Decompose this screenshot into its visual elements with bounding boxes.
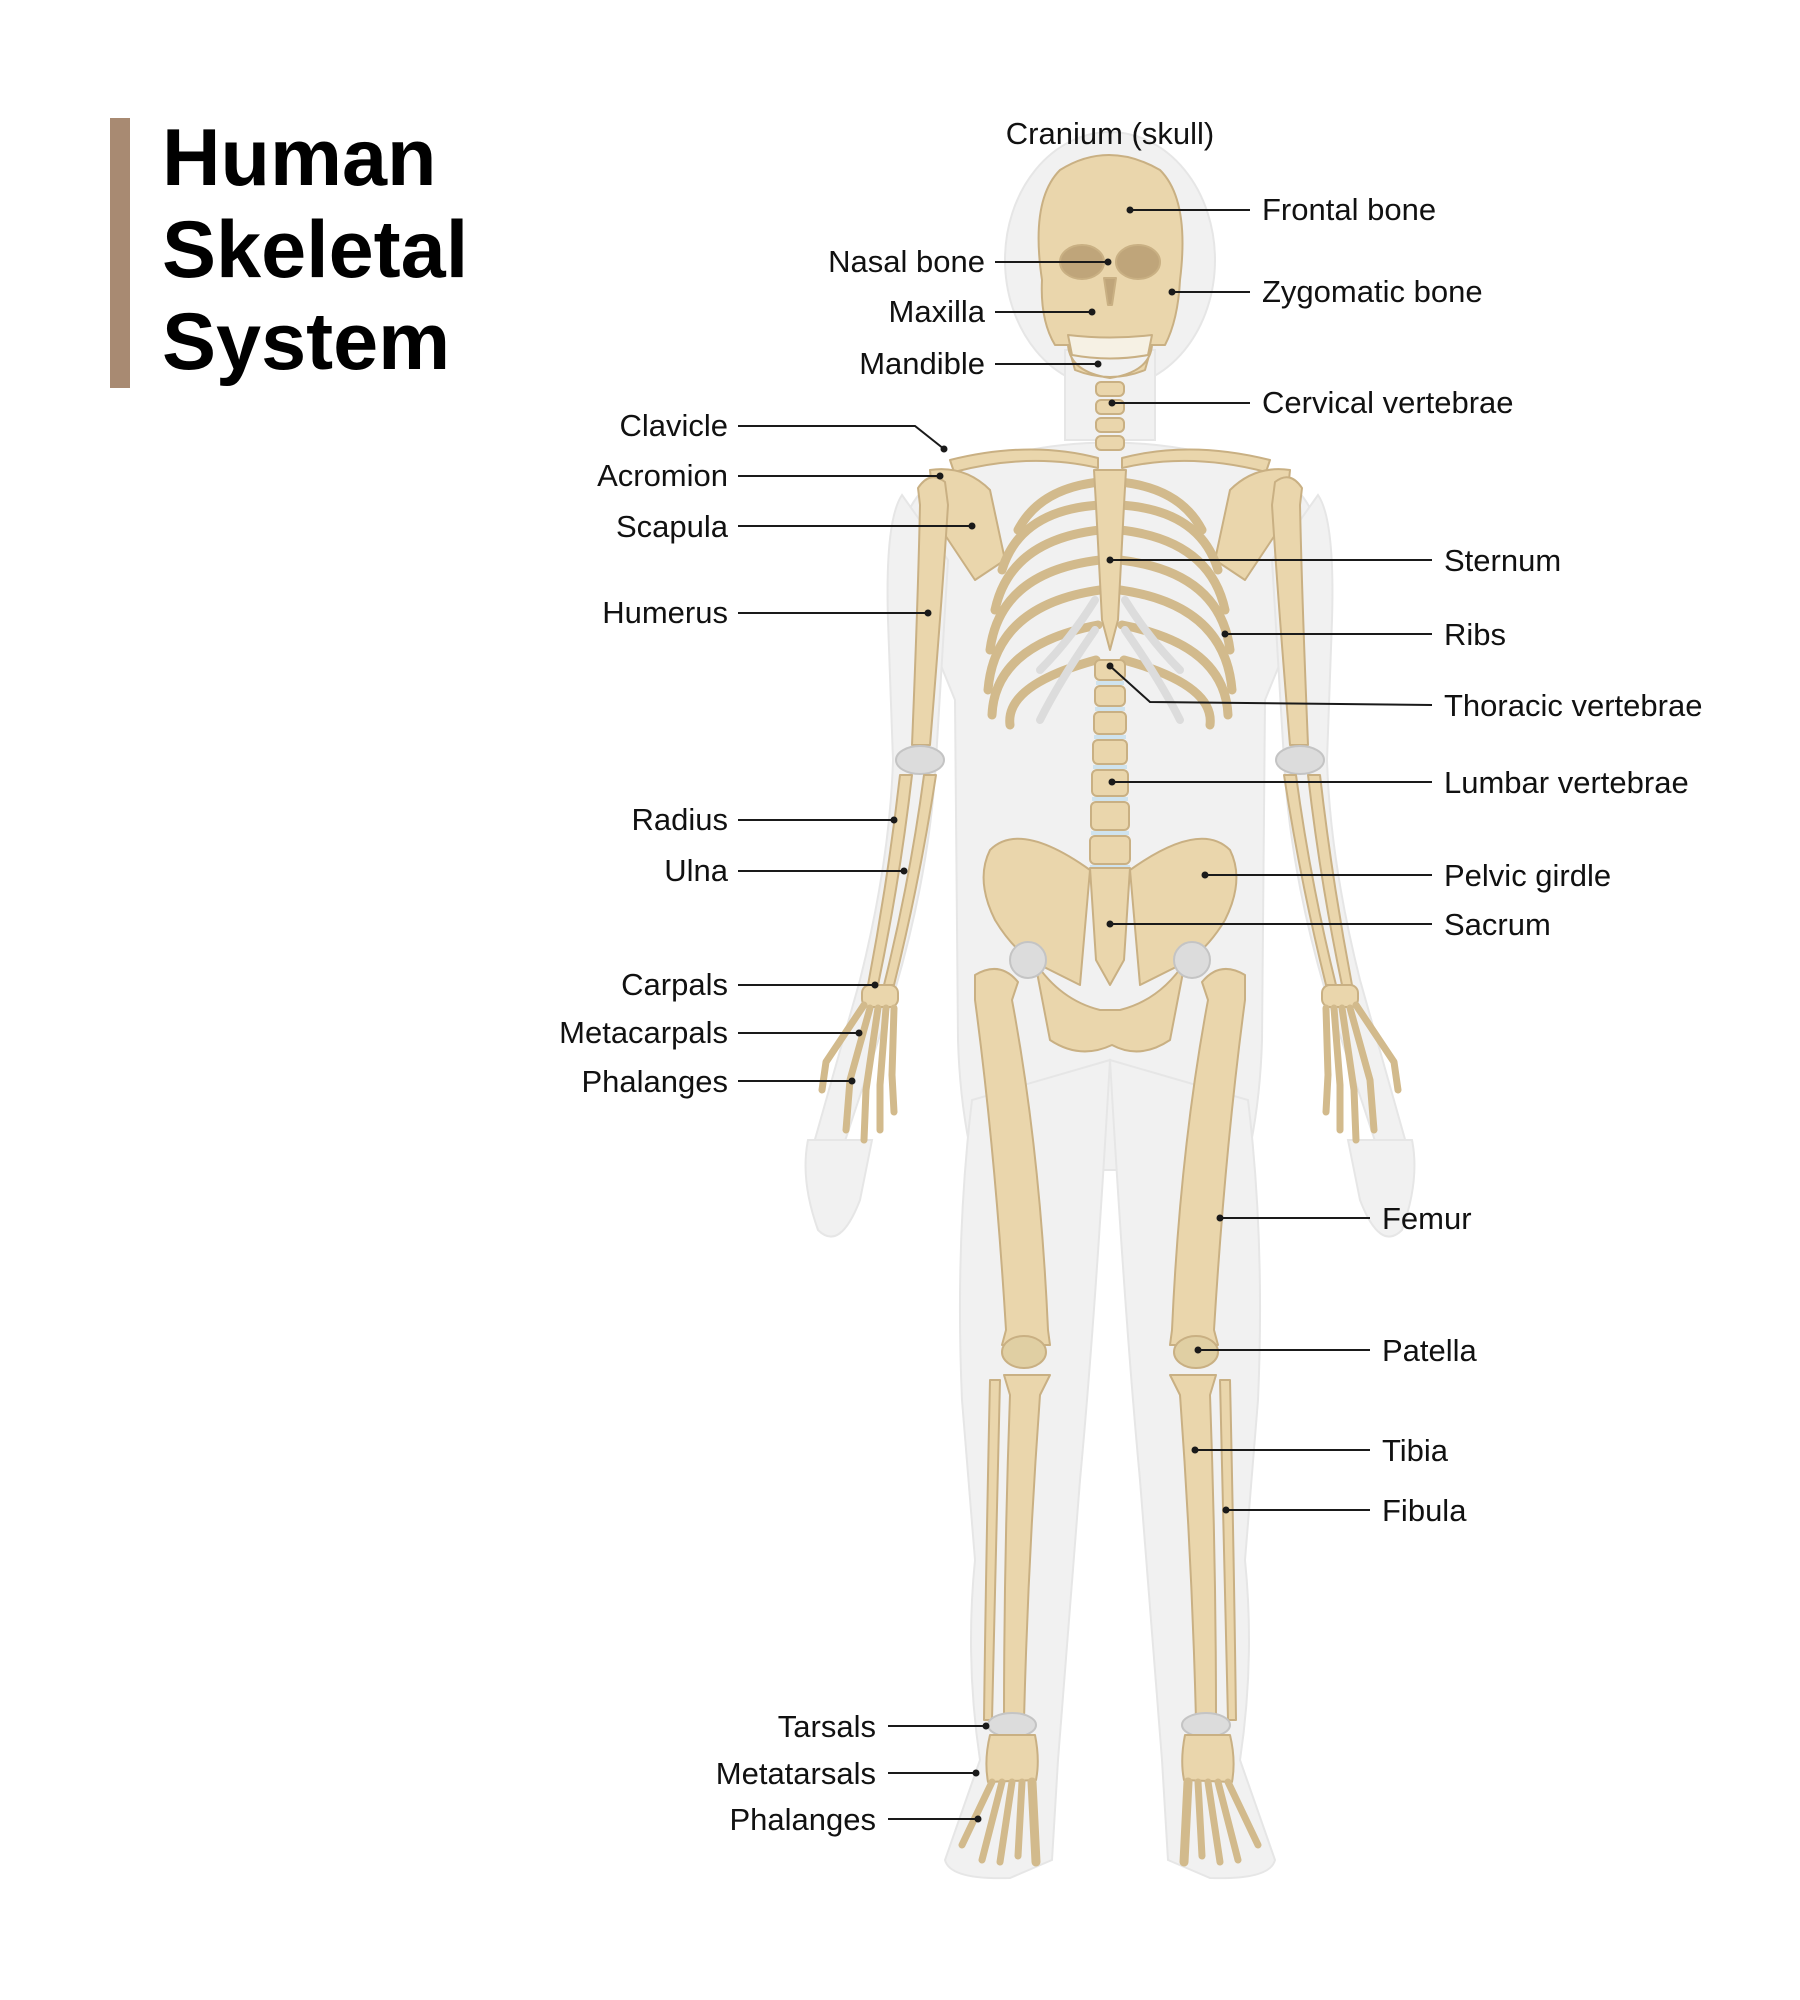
label-thoracic-vertebrae: Thoracic vertebrae — [1444, 688, 1702, 723]
label-ulna: Ulna — [664, 853, 729, 888]
left-foot — [958, 1734, 1041, 1867]
ribcage — [983, 477, 1237, 730]
label-maxilla: Maxilla — [889, 294, 986, 329]
title-line-2: Skeletal — [162, 205, 469, 295]
lower-leg-bones — [983, 1374, 1237, 1721]
label-carpals: Carpals — [621, 967, 728, 1002]
costal-cartilage — [1036, 596, 1184, 724]
label-phalanges-foot: Phalanges — [729, 1802, 876, 1837]
label-cranium: Cranium (skull) — [1006, 116, 1214, 151]
label-zygomatic-bone: Zygomatic bone — [1262, 274, 1483, 309]
right-clavicle — [1121, 448, 1271, 473]
label-femur: Femur — [1382, 1201, 1472, 1236]
leader-lines — [738, 209, 1433, 1820]
label-tarsals: Tarsals — [778, 1709, 876, 1744]
skull — [1037, 154, 1184, 379]
right-foot — [1179, 1734, 1262, 1867]
label-mandible: Mandible — [859, 346, 985, 381]
label-phalanges-hand: Phalanges — [581, 1064, 728, 1099]
label-metatarsals: Metatarsals — [716, 1756, 876, 1791]
label-frontal-bone: Frontal bone — [1262, 192, 1436, 227]
label-patella: Patella — [1382, 1333, 1478, 1368]
femur-bones — [974, 967, 1246, 1346]
label-clavicle: Clavicle — [619, 408, 728, 443]
label-cervical-vertebrae: Cervical vertebrae — [1262, 385, 1514, 420]
skeleton — [818, 154, 1402, 1867]
right-scapula — [1214, 468, 1291, 581]
label-fibula: Fibula — [1382, 1493, 1467, 1528]
label-pelvic-girdle: Pelvic girdle — [1444, 858, 1611, 893]
left-scapula — [929, 468, 1006, 581]
page-title: Human Skeletal System — [162, 112, 468, 388]
label-tibia: Tibia — [1382, 1433, 1449, 1468]
left-clavicle — [949, 448, 1099, 473]
right-hand — [1321, 984, 1402, 1144]
label-sternum: Sternum — [1444, 543, 1561, 578]
cervical-spine — [1095, 381, 1125, 451]
label-lumbar-vertebrae: Lumbar vertebrae — [1444, 765, 1689, 800]
labels: Cranium (skull) Frontal bone Nasal bone … — [559, 116, 1702, 1837]
label-metacarpals: Metacarpals — [559, 1015, 728, 1050]
label-ribs: Ribs — [1444, 617, 1506, 652]
title-accent-bar — [110, 118, 130, 388]
label-scapula: Scapula — [616, 509, 729, 544]
label-humerus: Humerus — [602, 595, 728, 630]
label-nasal-bone: Nasal bone — [828, 244, 985, 279]
title-line-3: System — [162, 297, 451, 387]
label-acromion: Acromion — [597, 458, 728, 493]
pelvis — [982, 837, 1238, 1053]
label-sacrum: Sacrum — [1444, 907, 1551, 942]
leader-dots — [848, 206, 1230, 1823]
title-line-1: Human — [162, 113, 437, 203]
label-radius: Radius — [632, 802, 729, 837]
